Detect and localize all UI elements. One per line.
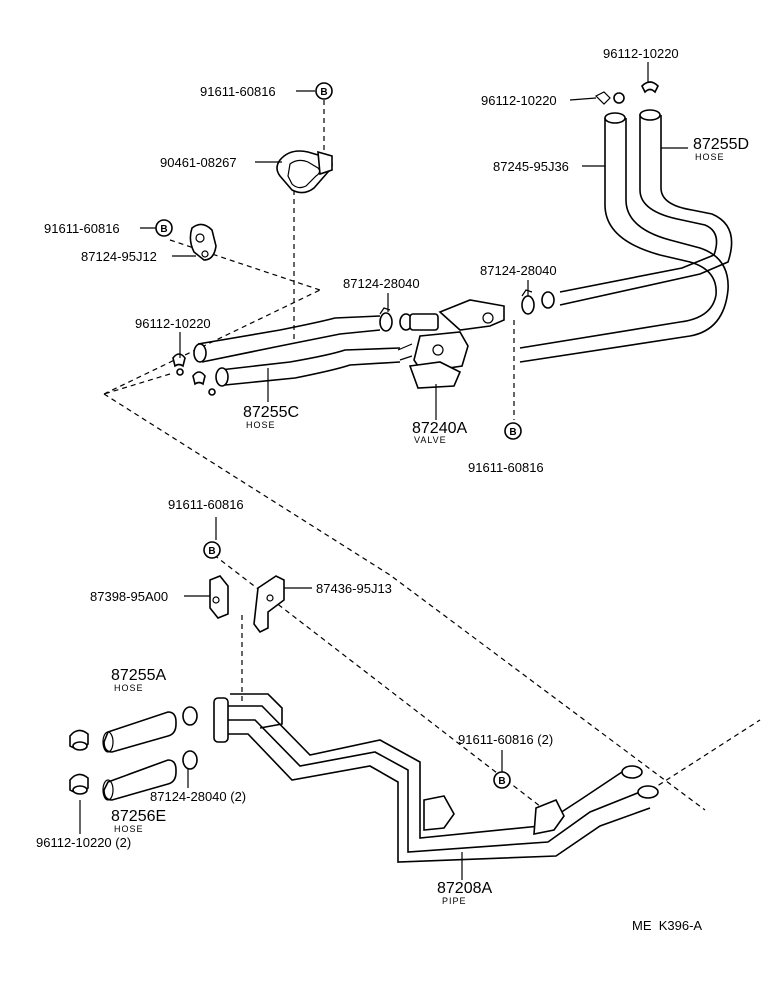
clamps-lower-left <box>182 706 198 770</box>
label-clamp-95j12: 87124-95J12 <box>81 249 157 264</box>
assembly-outline-right <box>650 719 761 791</box>
label-b-910-left: 91611-60816 <box>44 221 120 236</box>
b-marker-valve: B <box>504 422 522 440</box>
bracket-87436-95j13 <box>253 575 285 634</box>
label-clamp-28040-right: 87124-28040 <box>480 263 557 278</box>
svg-text:B: B <box>320 87 327 98</box>
label-pipe-a: 87208A <box>437 880 492 897</box>
label-clip-top-right-2: 96112-10220 <box>481 93 557 108</box>
label-clamp-28040-mid: 87124-28040 <box>343 276 420 291</box>
label-hose-d: 87255D <box>693 136 749 153</box>
label-clip-top-right-1: 96112-10220 <box>603 46 679 61</box>
clip-top-right <box>594 81 659 105</box>
label-hose-a-sub: HOSE <box>114 683 144 693</box>
b-marker-lower: B <box>203 541 221 559</box>
label-clip-top-left: 96112-10220 <box>135 316 211 331</box>
label-gasket: 90461-08267 <box>160 155 237 170</box>
label-hose-d-sub: HOSE <box>695 152 725 162</box>
label-b-910-right-2: 91611-60816 (2) <box>458 732 553 747</box>
clamp-87124-28040-mid <box>379 307 393 332</box>
hose-87256e <box>102 759 177 801</box>
hose-87255c <box>193 315 401 387</box>
label-b-910-lower: 91611-60816 <box>168 497 244 512</box>
label-hose-c-sub: HOSE <box>246 420 276 430</box>
label-clamp-28040-2: 87124-28040 (2) <box>150 789 246 804</box>
label-bracket-95a00: 87398-95A00 <box>90 589 168 604</box>
label-valve-sub: VALVE <box>414 435 447 445</box>
label-hose-a: 87255A <box>111 667 166 684</box>
b-marker-top: B <box>315 82 333 100</box>
svg-text:B: B <box>208 546 215 557</box>
pipe-87208a <box>213 693 659 863</box>
assembly-outline-left <box>103 393 706 811</box>
label-ref-code: ME K396-A <box>632 918 702 933</box>
valve-87240a <box>397 299 505 389</box>
label-hose-e-sub: HOSE <box>114 824 144 834</box>
label-hose-c: 87255C <box>243 404 299 421</box>
b-marker-left: B <box>155 219 173 237</box>
label-valve: 87240A <box>412 420 467 437</box>
heater-pipe-upper <box>519 109 733 363</box>
clips-lower-left <box>69 729 89 795</box>
svg-text:B: B <box>509 427 516 438</box>
gasket-90461 <box>276 150 333 194</box>
clamp-87124-95j12 <box>189 223 217 261</box>
leader-lines <box>79 62 688 880</box>
label-b-910-top: 91611-60816 <box>200 84 276 99</box>
label-clip-lower-2: 96112-10220 (2) <box>36 835 131 850</box>
label-hose-e: 87256E <box>111 808 166 825</box>
svg-text:B: B <box>160 224 167 235</box>
label-bracket-95j13: 87436-95J13 <box>316 581 392 596</box>
label-b-910-valve: 91611-60816 <box>468 460 544 475</box>
bracket-87398-95a00 <box>209 575 229 619</box>
label-pipe-a-sub: PIPE <box>442 896 467 906</box>
clip-top-left <box>172 353 216 396</box>
b-marker-right: B <box>493 771 511 789</box>
hose-87255a <box>102 711 177 753</box>
label-pipe-95j36: 87245-95J36 <box>493 159 569 174</box>
svg-text:B: B <box>498 776 505 787</box>
